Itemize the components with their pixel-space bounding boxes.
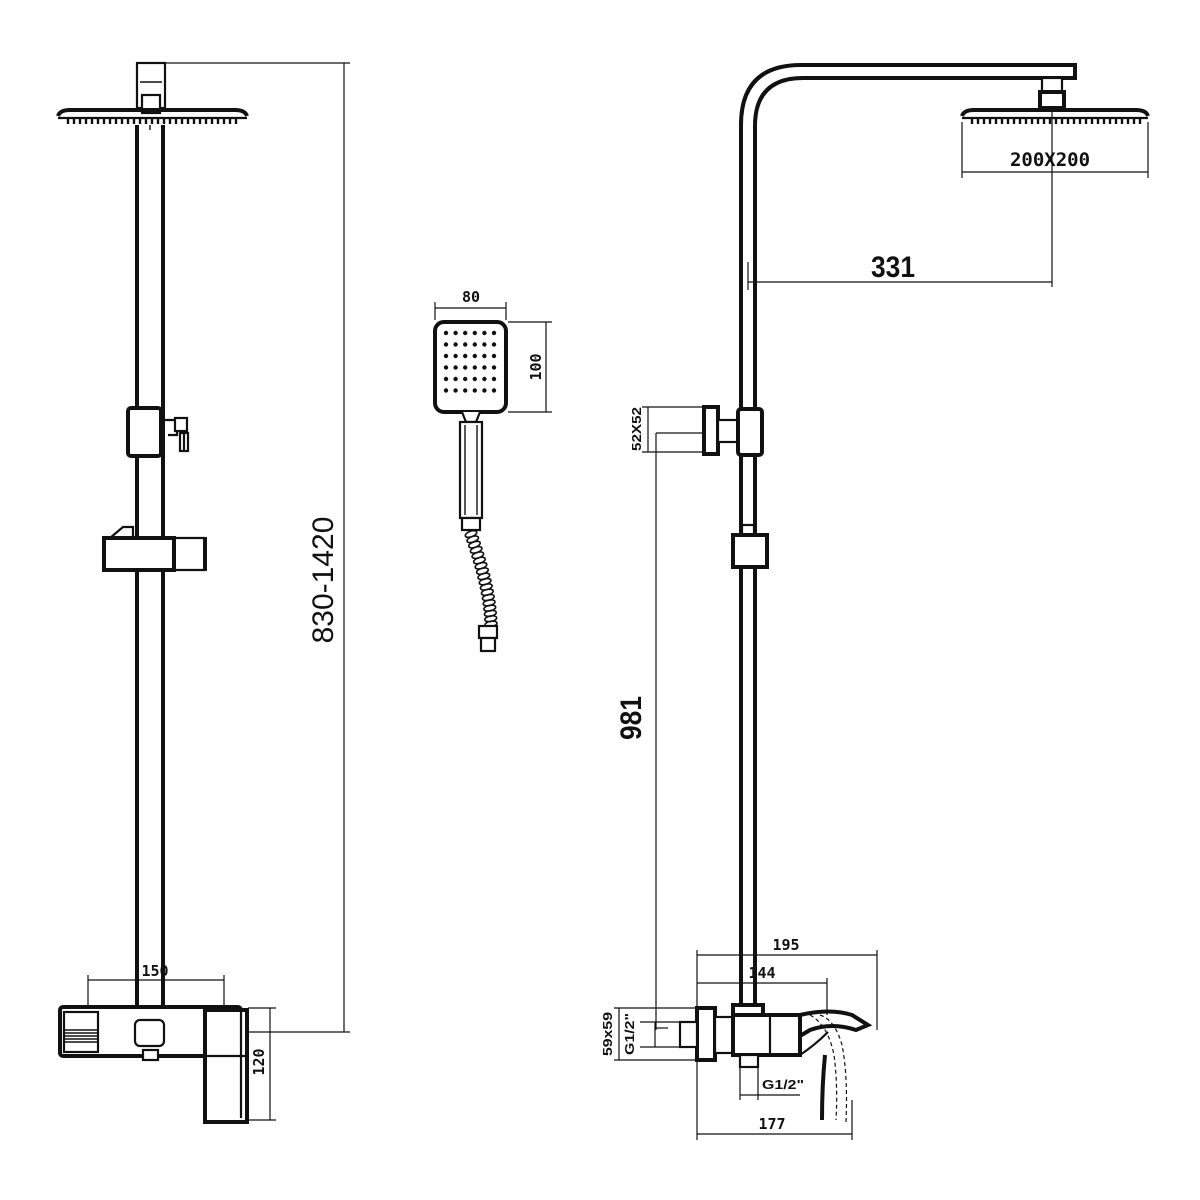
dimension-label-bracket: 52X52 [629, 407, 644, 451]
dimension-mixer-size: 59x59 [600, 1007, 697, 1061]
hand-shower-slider-side [731, 523, 769, 569]
dimension-label-head-size: 200X200 [1010, 149, 1090, 171]
dimension-label-hand-width: 80 [462, 288, 480, 306]
dimension-pipe-height: 981 [615, 432, 704, 1030]
dimension-label-outlet-thread: G1/2" [762, 1077, 804, 1092]
hand-shower-nozzles [443, 330, 497, 393]
dimension-label-mixer-size: 59x59 [600, 1012, 615, 1056]
dimension-head-size: 200X200 [961, 122, 1149, 178]
dimension-outlet-thread: G1/2" [739, 1067, 804, 1100]
dimension-label-spout-reach: 195 [772, 936, 799, 954]
rain-shower-head-side [960, 108, 1150, 124]
front-view: 830-1420 150 120 [56, 61, 350, 1124]
head-connector-side [1038, 76, 1066, 110]
dimension-label-mixer-height: 120 [250, 1048, 268, 1075]
bath-mixer-front [58, 1005, 249, 1124]
dimension-inlet-thread: G1/2" [622, 1013, 680, 1055]
ceiling-connector [135, 61, 167, 115]
dimension-label-arm-reach: 331 [871, 251, 915, 284]
dimension-label-height: 830-1420 [307, 517, 340, 644]
dimension-mixer-depth: 144 [697, 964, 828, 1015]
dimension-mixer-height: 120 [248, 1007, 276, 1121]
dimension-label-inlet-thread: G1/2" [622, 1013, 637, 1055]
dimension-spout-reach: 195 [696, 936, 878, 1030]
dimension-mixer-width: 150 [87, 962, 225, 1008]
dimension-bracket: 52X52 [629, 406, 704, 453]
dimension-label-hand-height: 100 [527, 353, 545, 380]
side-view: 200X200 331 52X52 [600, 63, 1150, 1140]
dimension-label-mixer-depth: 144 [748, 964, 775, 982]
bath-mixer-side [678, 1003, 873, 1123]
hand-shower-slider [102, 525, 207, 572]
dimension-bottom-depth: 177 [696, 1060, 853, 1140]
riser-with-shower-arm [739, 63, 1077, 1005]
dimension-height-front: 830-1420 [165, 62, 350, 1033]
rain-shower-head-front [56, 108, 249, 124]
hand-shower-hose [464, 529, 498, 628]
dimension-label-bottom-depth: 177 [758, 1115, 785, 1133]
hand-shower-detail: 80 100 [433, 288, 552, 653]
dimension-label-pipe-height: 981 [615, 696, 648, 740]
dimension-arm-reach: 331 [747, 110, 1053, 290]
wall-bracket-front [126, 406, 190, 458]
wall-bracket-side [702, 405, 764, 457]
dimension-label-mixer-width: 150 [141, 962, 168, 980]
